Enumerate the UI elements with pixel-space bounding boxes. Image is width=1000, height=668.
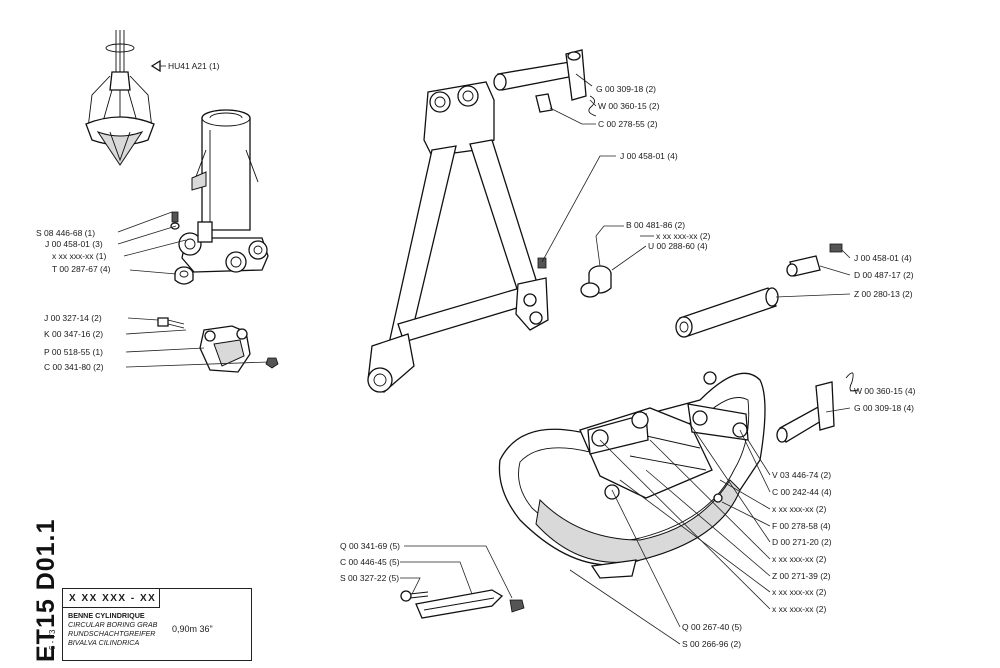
label-g00-309-18-a: G 00 309-18 (2) xyxy=(596,84,656,94)
label-g00-309-18-b: G 00 309-18 (4) xyxy=(854,403,914,413)
label-c00-341-80: C 00 341-80 (2) xyxy=(44,362,104,372)
bucket-shell-figure xyxy=(498,371,766,579)
part-labels: HU41 A21 (1) S 08 446-68 (1) J 00 458-01… xyxy=(36,61,916,649)
label-xx-xxx-xx-e: x xx xxx-xx (2) xyxy=(772,587,826,597)
label-j00-458-01-a: J 00 458-01 (3) xyxy=(45,239,103,249)
label-b00-481-86: B 00 481-86 (2) xyxy=(626,220,685,230)
label-j00-327-14: J 00 327-14 (2) xyxy=(44,313,102,323)
label-j00-458-01-c: J 00 458-01 (4) xyxy=(854,253,912,263)
label-q00-341-69: Q 00 341-69 (5) xyxy=(340,541,400,551)
a-frame-figure xyxy=(367,81,549,393)
grab-overview-figure xyxy=(85,30,166,166)
label-hu41-a21: HU41 A21 (1) xyxy=(168,61,220,71)
label-xx-xxx-xx-c: x xx xxx-xx (2) xyxy=(772,504,826,514)
name-fr: BENNE CYLINDRIQUE xyxy=(68,611,145,620)
label-k00-347-16: K 00 347-16 (2) xyxy=(44,329,103,339)
label-c00-242-44: C 00 242-44 (4) xyxy=(772,487,832,497)
pins-figure xyxy=(493,49,859,443)
label-z00-271-39: Z 00 271-39 (2) xyxy=(772,571,831,581)
label-s00-266-96: S 00 266-96 (2) xyxy=(682,639,741,649)
sheet-date-text: 6 - 73 xyxy=(48,629,57,650)
label-w00-360-15-a: W 00 360-15 (2) xyxy=(598,101,660,111)
label-d00-271-20: D 00 271-20 (2) xyxy=(772,537,832,547)
leader-lines xyxy=(117,73,859,645)
label-xx-xxx-xx-a: x xx xxx-xx (1) xyxy=(52,251,106,261)
label-u00-288-60: U 00 288-60 (4) xyxy=(648,241,708,251)
label-f00-278-58: F 00 278-58 (4) xyxy=(772,521,831,531)
label-c00-278-55: C 00 278-55 (2) xyxy=(598,119,658,129)
sheet-code: ET15 D01.1 xyxy=(2,519,60,662)
name-it: BIVALVA CILINDRICA xyxy=(68,638,140,647)
label-s08-446-68: S 08 446-68 (1) xyxy=(36,228,95,238)
sheet-date: 6 - 73 xyxy=(46,600,60,660)
bracket-figure xyxy=(157,317,279,373)
title-block-size: 0,90m 36" xyxy=(172,624,213,634)
label-c00-446-45: C 00 446-45 (5) xyxy=(340,557,400,567)
label-j00-458-01-b: J 00 458-01 (4) xyxy=(620,151,678,161)
blade-figure xyxy=(400,589,525,619)
label-xx-xxx-xx-f: x xx xxx-xx (2) xyxy=(772,604,826,614)
label-w00-360-15-b: W 00 360-15 (4) xyxy=(854,386,916,396)
label-t00-287-67: T 00 287-67 (4) xyxy=(52,264,111,274)
title-block-code: X XX XXX - XX xyxy=(62,588,160,608)
label-q00-267-40: Q 00 267-40 (5) xyxy=(682,622,742,632)
label-s00-327-22: S 00 327-22 (5) xyxy=(340,573,399,583)
title-block-names: BENNE CYLINDRIQUE CIRCULAR BORING GRAB R… xyxy=(68,611,166,647)
name-en: CIRCULAR BORING GRAB xyxy=(68,620,158,629)
name-de: RUNDSCHACHTGREIFER xyxy=(68,629,156,638)
head-column-figure xyxy=(170,109,269,285)
label-z00-280-13: Z 00 280-13 (2) xyxy=(854,289,913,299)
label-xx-xxx-xx-d: x xx xxx-xx (2) xyxy=(772,554,826,564)
label-p00-518-55: P 00 518-55 (1) xyxy=(44,347,103,357)
label-xx-xxx-xx-b: x xx xxx-xx (2) xyxy=(656,231,710,241)
label-d00-487-17: D 00 487-17 (2) xyxy=(854,270,914,280)
label-v03-446-74: V 03 446-74 (2) xyxy=(772,470,831,480)
